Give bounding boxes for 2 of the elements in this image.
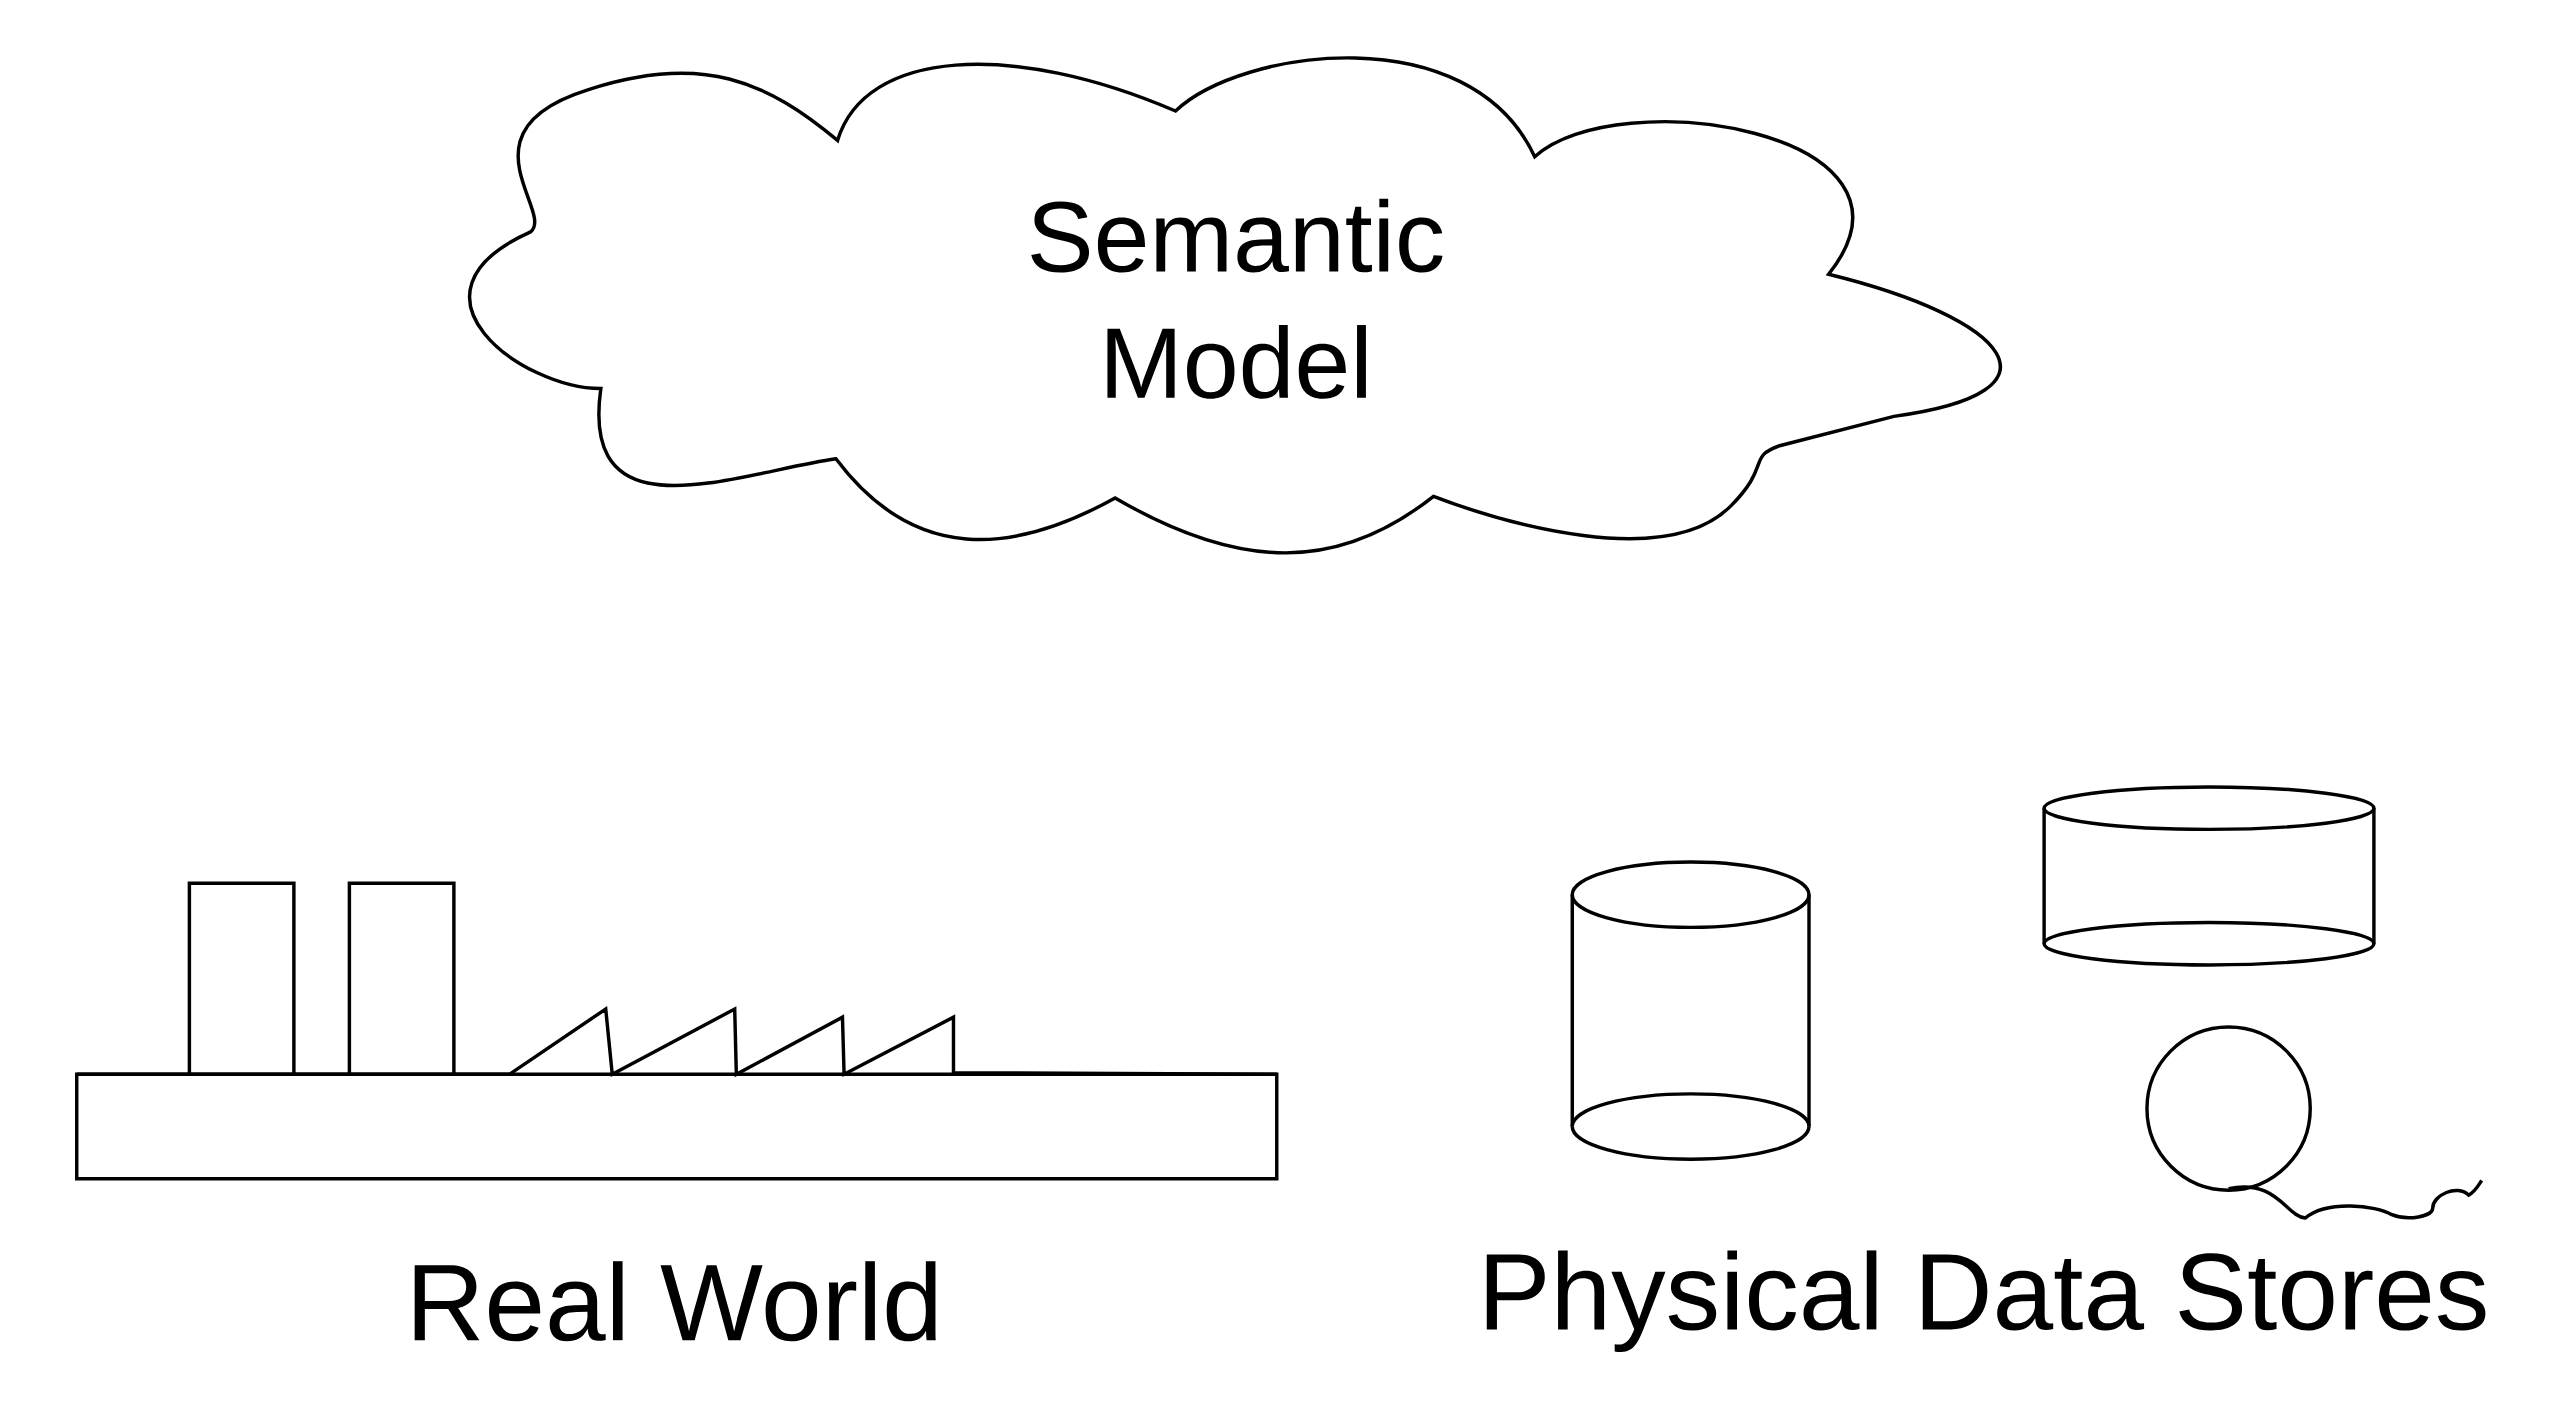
caption-text: Real World [414,1261,936,1342]
caption-text: Physical Data Stores [1486,1250,2486,1352]
